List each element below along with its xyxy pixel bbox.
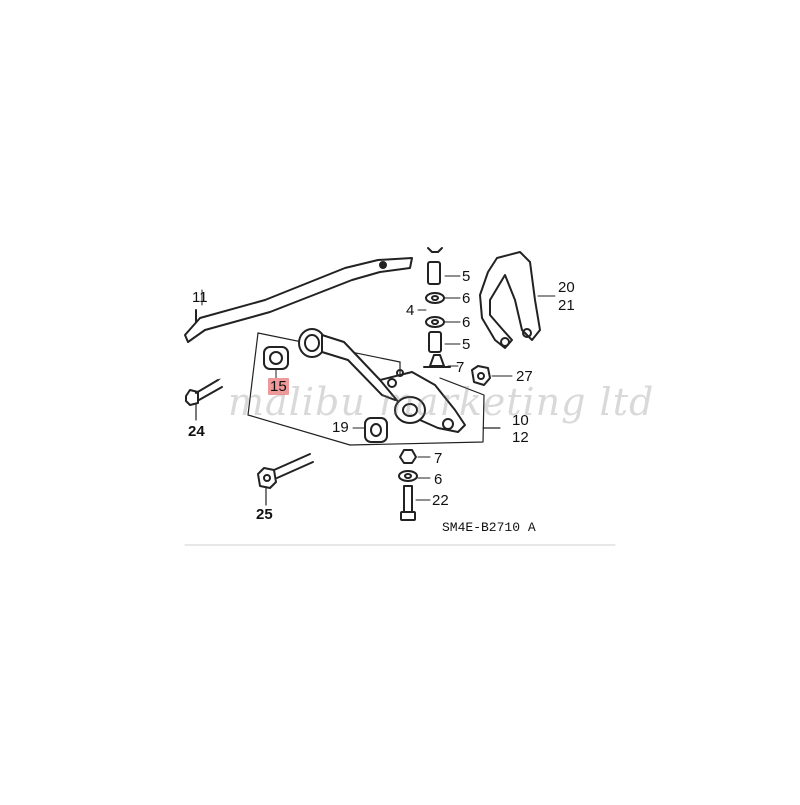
lower-stack	[398, 449, 418, 521]
callout-22: 22	[432, 492, 449, 509]
callout-27: 27	[516, 368, 533, 385]
stabilizer-bar	[184, 257, 413, 343]
callout-7-bottom: 7	[434, 450, 443, 467]
assembly-frame	[247, 332, 501, 446]
callout-25: 25	[256, 506, 273, 523]
callout-6-mid: 6	[462, 314, 471, 331]
callout-5-top: 5	[462, 268, 471, 285]
callout-12: 12	[512, 429, 529, 446]
lower-arm	[298, 328, 466, 433]
bushing-19	[364, 417, 388, 443]
bolt-25	[257, 453, 314, 506]
diagram-code: SM4E-B2710 A	[442, 520, 536, 535]
spacer-stack	[423, 247, 451, 368]
callout-21: 21	[558, 297, 575, 314]
bolt-24	[185, 378, 223, 421]
callout-7-top: 7	[456, 359, 465, 376]
leader-lines	[201, 275, 556, 501]
bushing-15	[263, 346, 289, 370]
knuckle-bracket	[479, 251, 541, 349]
nut-27	[471, 365, 491, 386]
callout-15-highlighted: 15	[268, 378, 289, 395]
callout-24: 24	[188, 423, 205, 440]
callout-10: 10	[512, 412, 529, 429]
callout-6-bottom: 6	[434, 471, 443, 488]
callout-19: 19	[332, 419, 349, 436]
callout-4: 4	[406, 302, 415, 319]
callout-11: 11	[192, 289, 208, 306]
callout-20: 20	[558, 279, 575, 296]
callout-6-top: 6	[462, 290, 471, 307]
callout-5-mid: 5	[462, 336, 471, 353]
